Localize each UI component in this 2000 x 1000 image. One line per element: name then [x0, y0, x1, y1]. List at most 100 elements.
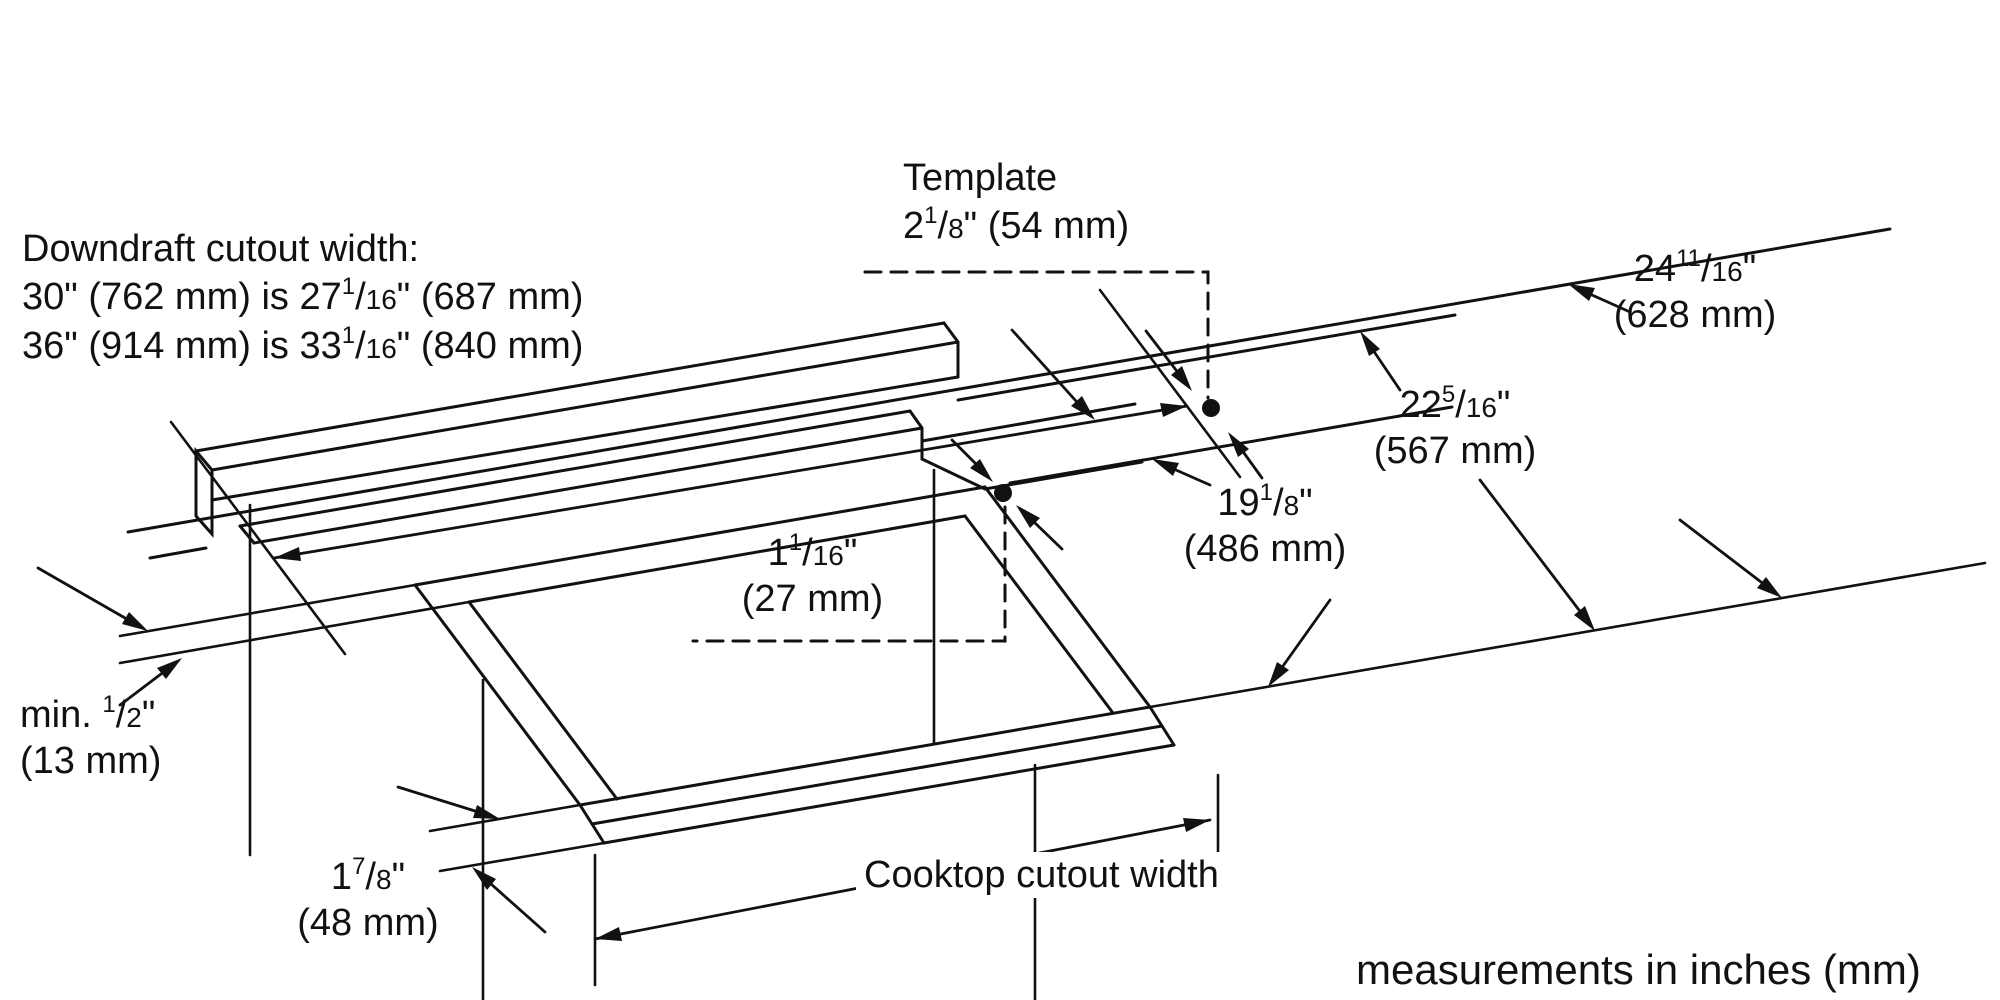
- slot-back-top-edge: [194, 321, 946, 453]
- dim486-upper-leader: [1174, 468, 1212, 487]
- strip-step-connector: [920, 457, 987, 491]
- arrow-486-lower: [1268, 662, 1289, 687]
- arrow-54-lower: [1228, 432, 1249, 457]
- frame-right-inner: [963, 514, 1115, 715]
- dim567-upper-leader: [1373, 351, 1402, 392]
- dimension-567: 225/16" (567 mm): [1340, 380, 1570, 475]
- frame-right-outer: [983, 485, 1152, 709]
- arrow-48-upper: [473, 805, 500, 819]
- arrowheads: [122, 284, 1782, 941]
- dimension-628-inches: 2411/16": [1633, 245, 1757, 290]
- template-dashed-lines: [691, 270, 1210, 643]
- strip-dashed-leader: [691, 505, 1007, 643]
- dimension-486: 191/8" (486 mm): [1150, 478, 1380, 573]
- arrow-628-lower: [1757, 577, 1782, 598]
- dimension-27-inches: 11/16": [767, 529, 858, 574]
- dim48-lower-leader: [489, 882, 547, 934]
- dim628-upper-leader: [1590, 293, 1632, 314]
- back-edge-line-upper: [126, 227, 1892, 534]
- arrow-567-lower: [1574, 606, 1595, 631]
- dimension-13: min. 1/2" (13 mm): [20, 690, 161, 785]
- frame-left-outer: [413, 583, 582, 807]
- template-label: Template 21/8" (54 mm): [903, 155, 1129, 250]
- downdraft-cutout-note: Downdraft cutout width: 30" (762 mm) is …: [22, 226, 583, 369]
- frame-back-inner: [467, 514, 967, 604]
- dim628-lower-leader: [1678, 518, 1763, 584]
- dimension-628-mm: (628 mm): [1613, 294, 1777, 337]
- dim27-lower-leader: [1033, 521, 1064, 551]
- cooktop-cutout-frame: [413, 485, 1176, 845]
- slot-left-end-cap: [194, 446, 214, 538]
- dimension-13-inches: min. 1/2": [20, 691, 156, 736]
- front-rim-extension-left: [428, 803, 582, 833]
- arrow-48-lower: [472, 867, 496, 890]
- slot-bottom-edge: [210, 375, 960, 502]
- downdraft-note-36: 36" (914 mm) is 331/16" (840 mm): [22, 321, 584, 367]
- template-size: 21/8" (54 mm): [903, 202, 1130, 248]
- arrow-13-upper: [122, 612, 148, 631]
- dimension-48: 17/8" (48 mm): [268, 852, 468, 947]
- dimension-27-mm: (27 mm): [741, 578, 884, 621]
- dimension-27: 11/16" (27 mm): [705, 528, 920, 623]
- dimension-567-mm: (567 mm): [1373, 430, 1537, 473]
- arrow-downdraft-right: [1160, 403, 1187, 417]
- dim13-lower-leader: [118, 672, 163, 707]
- dimension-486-inches: 191/8": [1217, 479, 1313, 524]
- dim567-lower-leader: [1478, 478, 1581, 612]
- back-edge-line-lower-left: [148, 546, 208, 560]
- frame-front-face-bottom: [602, 743, 1176, 845]
- downdraft-note-30: 30" (762 mm) is 271/16" (687 mm): [22, 273, 584, 319]
- downdraft-cutout-slot: [194, 321, 1144, 545]
- template-point-back: [1202, 399, 1220, 417]
- dimension-13-mm: (13 mm): [20, 740, 162, 783]
- strip-top-edge: [920, 402, 1137, 443]
- dimension-lines: [36, 293, 1763, 941]
- min-gap-line-upper: [118, 583, 417, 638]
- downdraft-note-leader: [1010, 328, 1078, 403]
- dim13-upper-leader: [36, 566, 127, 620]
- downdraft-width-dimension-line: [272, 404, 1189, 560]
- downdraft-extension-right: [1098, 288, 1242, 479]
- arrow-cooktop-left: [595, 927, 622, 941]
- template-dashed-leader: [863, 270, 1210, 400]
- min-gap-line-lower: [118, 600, 471, 665]
- arrow-628-upper: [1568, 284, 1595, 301]
- dim54-lower-leader: [1242, 451, 1264, 480]
- cooktop-back-edge-extension: [983, 460, 1144, 491]
- arrow-downdraft-leader: [1071, 396, 1095, 420]
- dim486-lower-leader: [1281, 598, 1332, 668]
- arrow-54-upper: [1171, 366, 1192, 391]
- dimension-628: 2411/16" (628 mm): [1545, 244, 1845, 339]
- frame-front-rim: [578, 705, 1152, 807]
- template-reference-line: [1008, 405, 1454, 485]
- dimension-567-inches: 225/16": [1399, 381, 1511, 426]
- frame-front-right-cap: [1148, 705, 1176, 747]
- downdraft-extension-left: [169, 420, 347, 656]
- front-rim-extension-right: [1148, 561, 1987, 709]
- dim54-upper-leader: [1144, 329, 1178, 372]
- slot-step: [908, 409, 924, 461]
- frame-front-left-cap: [578, 803, 606, 845]
- arrow-cooktop-right: [1183, 818, 1210, 832]
- slot-back-front-top-edge: [210, 340, 960, 472]
- downdraft-note-title: Downdraft cutout width:: [22, 228, 420, 270]
- frame-front-face-mid: [590, 724, 1164, 826]
- arrow-13-lower: [157, 658, 182, 679]
- frame-back-outer: [413, 485, 987, 587]
- template-title: Template: [903, 157, 1058, 199]
- slot-front-rim: [238, 409, 912, 528]
- dim48-upper-leader: [396, 785, 477, 813]
- dimension-48-mm: (48 mm): [297, 902, 439, 945]
- arrow-567-upper: [1360, 331, 1380, 356]
- slot-right-end: [942, 321, 960, 379]
- arrow-27-upper: [970, 459, 993, 482]
- dimension-48-inches: 17/8": [330, 853, 406, 898]
- dimension-486-mm: (486 mm): [1183, 528, 1347, 571]
- arrow-downdraft-left: [274, 547, 301, 561]
- front-bottom-extension-left: [438, 841, 606, 873]
- dim27-upper-leader: [950, 438, 977, 465]
- template-point-strip: [994, 484, 1012, 502]
- frame-left-inner: [467, 600, 619, 801]
- slot-front-face: [238, 426, 924, 545]
